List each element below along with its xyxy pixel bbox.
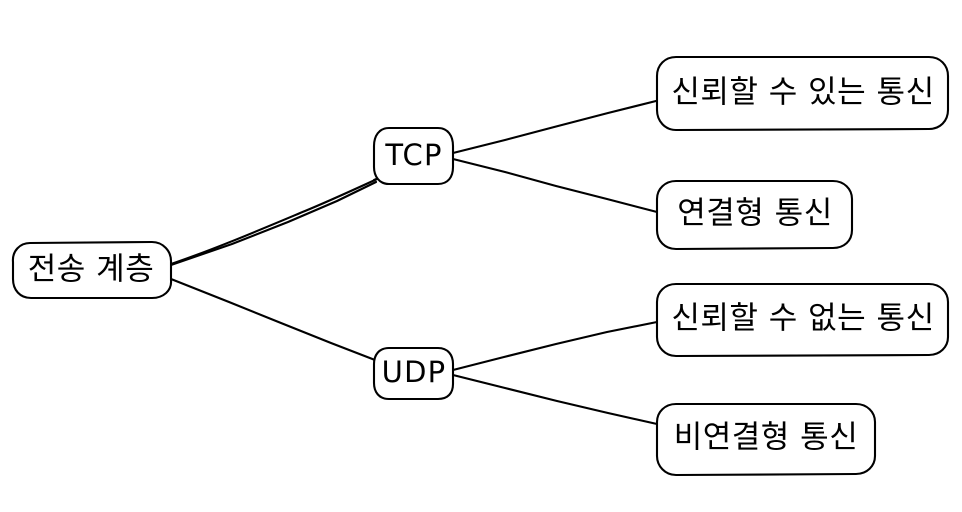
node-tcp-child-2-label: 연결형 통신 (677, 196, 832, 232)
edge-root-to-udp (169, 277, 377, 362)
node-root-shape (11, 240, 173, 300)
node-udp-child-2[interactable]: 비연결형 통신 (655, 402, 877, 477)
node-tcp-child-1-label: 신뢰할 수 있는 통신 (671, 75, 934, 111)
node-root-label: 전송 계층 (28, 252, 154, 288)
edge-tcp-to-child1 (451, 99, 658, 155)
node-tcp-child-1[interactable]: 신뢰할 수 있는 통신 (655, 55, 950, 132)
node-udp-child-1-shape (655, 282, 950, 358)
node-tcp-child-2[interactable]: 연결형 통신 (655, 179, 854, 251)
node-tcp[interactable]: TCP (372, 126, 455, 186)
edge-root-to-tcp (169, 165, 406, 266)
node-tcp-child-1-shape (655, 55, 950, 132)
node-udp-label: UDP (382, 355, 447, 389)
node-udp[interactable]: UDP (372, 346, 455, 401)
node-root[interactable]: 전송 계층 (11, 240, 173, 300)
node-tcp-child-2-shape (655, 179, 854, 251)
node-udp-child-2-label: 비연결형 통신 (674, 420, 858, 456)
edge-root-to-tcp-main (169, 180, 378, 267)
node-udp-child-1[interactable]: 신뢰할 수 없는 통신 (655, 282, 950, 358)
edge-udp-to-child1 (451, 320, 659, 372)
node-udp-shape (372, 346, 455, 401)
edge-group (169, 99, 659, 426)
edge-udp-to-child2 (451, 373, 659, 426)
node-tcp-shape (372, 126, 455, 186)
node-udp-child-2-shape (655, 402, 877, 477)
edge-tcp-to-child2 (451, 157, 659, 214)
node-tcp-label: TCP (384, 138, 442, 172)
node-udp-child-1-label: 신뢰할 수 없는 통신 (671, 301, 934, 337)
